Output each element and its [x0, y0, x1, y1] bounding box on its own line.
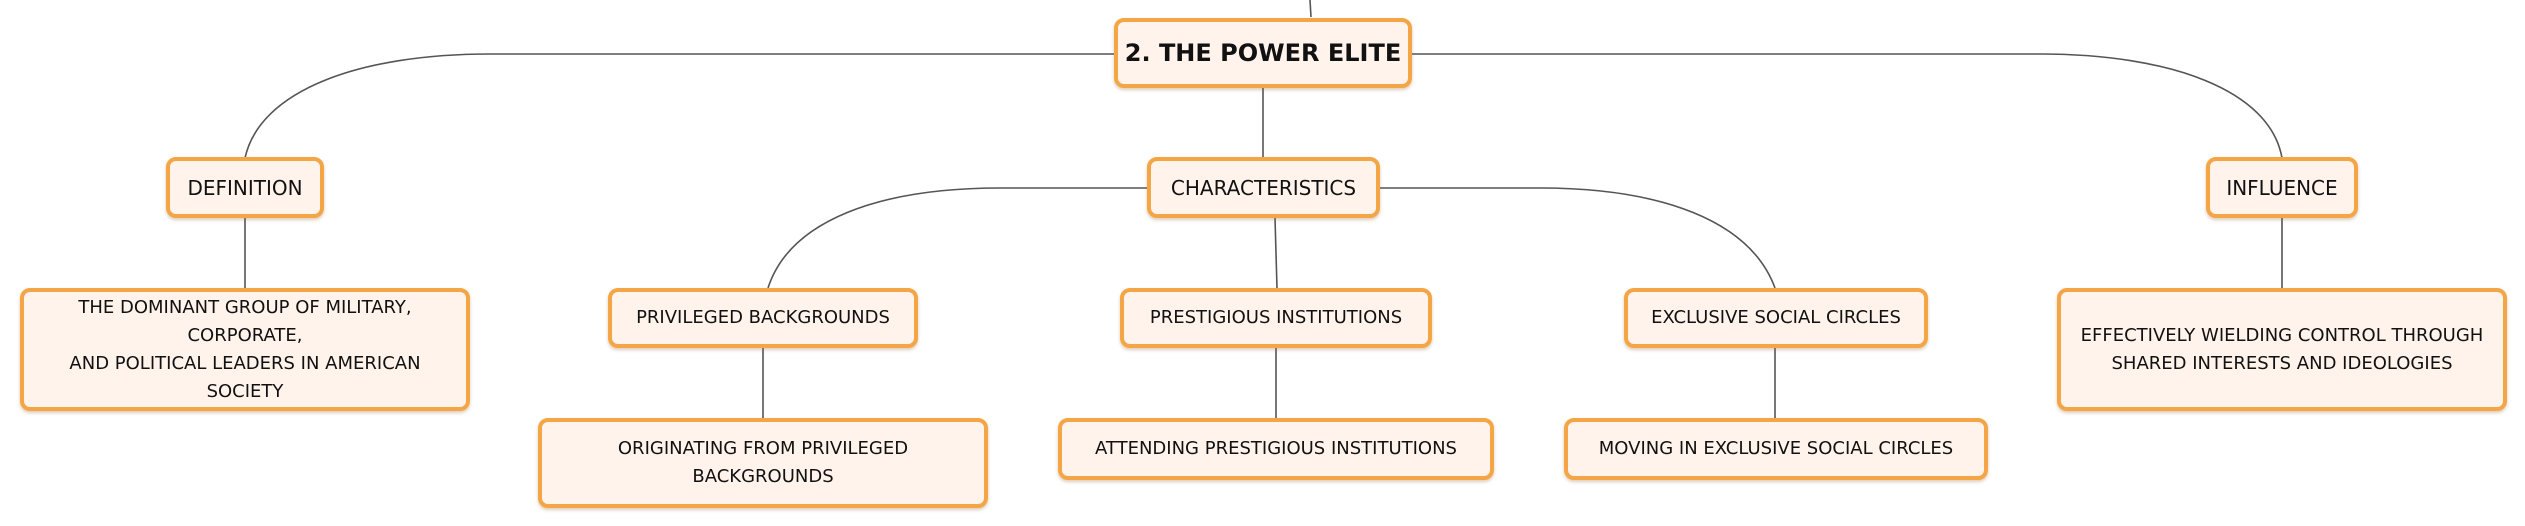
characteristics-node[interactable]: CHARACTERISTICS [1147, 157, 1380, 218]
influence-label: INFLUENCE [2226, 175, 2338, 200]
connector-char-privileged [767, 187, 1147, 289]
privileged-backgrounds-node[interactable]: PRIVILEGED BACKGROUNDS [608, 288, 918, 348]
influence-detail-line-2: SHARED INTERESTS AND IDEOLOGIES [2111, 352, 2453, 374]
characteristics-label: CHARACTERISTICS [1170, 175, 1357, 200]
influence-detail-text: EFFECTIVELY WIELDING CONTROL THROUGH SHA… [2081, 322, 2484, 378]
root-node[interactable]: 2. THE POWER ELITE [1114, 18, 1412, 88]
definition-detail-line-2: AND POLITICAL LEADERS IN AMERICAN SOCIET… [69, 352, 421, 402]
definition-node[interactable]: DEFINITION [166, 157, 324, 218]
prestigious-institutions-label: PRESTIGIOUS INSTITUTIONS [1149, 307, 1403, 328]
privileged-backgrounds-detail-node[interactable]: ORIGINATING FROM PRIVILEGED BACKGROUNDS [538, 418, 988, 508]
connector-char-exclusive [1380, 187, 1776, 289]
influence-detail-line-1: EFFECTIVELY WIELDING CONTROL THROUGH [2080, 324, 2484, 346]
connector-root-parent [1309, 0, 1312, 18]
influence-detail-node[interactable]: EFFECTIVELY WIELDING CONTROL THROUGH SHA… [2057, 288, 2507, 411]
prestigious-institutions-detail-node[interactable]: ATTENDING PRESTIGIOUS INSTITUTIONS [1058, 418, 1494, 480]
prestigious-institutions-detail: ATTENDING PRESTIGIOUS INSTITUTIONS [1095, 438, 1457, 459]
exclusive-social-circles-detail-node[interactable]: MOVING IN EXCLUSIVE SOCIAL CIRCLES [1564, 418, 1988, 480]
influence-node[interactable]: INFLUENCE [2206, 157, 2358, 218]
definition-label: DEFINITION [187, 175, 303, 200]
definition-detail-node[interactable]: THE DOMINANT GROUP OF MILITARY, CORPORAT… [20, 288, 470, 411]
privileged-backgrounds-label: PRIVILEGED BACKGROUNDS [636, 307, 890, 328]
connector-char-prestigious [1274, 217, 1278, 289]
connector-root-influence [1412, 53, 2283, 159]
definition-detail-text: THE DOMINANT GROUP OF MILITARY, CORPORAT… [32, 294, 458, 406]
definition-detail-line-1: THE DOMINANT GROUP OF MILITARY, CORPORAT… [78, 296, 412, 346]
privileged-backgrounds-detail: ORIGINATING FROM PRIVILEGED BACKGROUNDS [617, 438, 909, 487]
exclusive-social-circles-label: EXCLUSIVE SOCIAL CIRCLES [1651, 307, 1901, 328]
root-label: 2. THE POWER ELITE [1124, 39, 1402, 67]
exclusive-social-circles-node[interactable]: EXCLUSIVE SOCIAL CIRCLES [1624, 288, 1928, 348]
exclusive-social-circles-detail: MOVING IN EXCLUSIVE SOCIAL CIRCLES [1598, 438, 1954, 459]
prestigious-institutions-node[interactable]: PRESTIGIOUS INSTITUTIONS [1120, 288, 1432, 348]
connector-root-definition [244, 53, 1114, 159]
